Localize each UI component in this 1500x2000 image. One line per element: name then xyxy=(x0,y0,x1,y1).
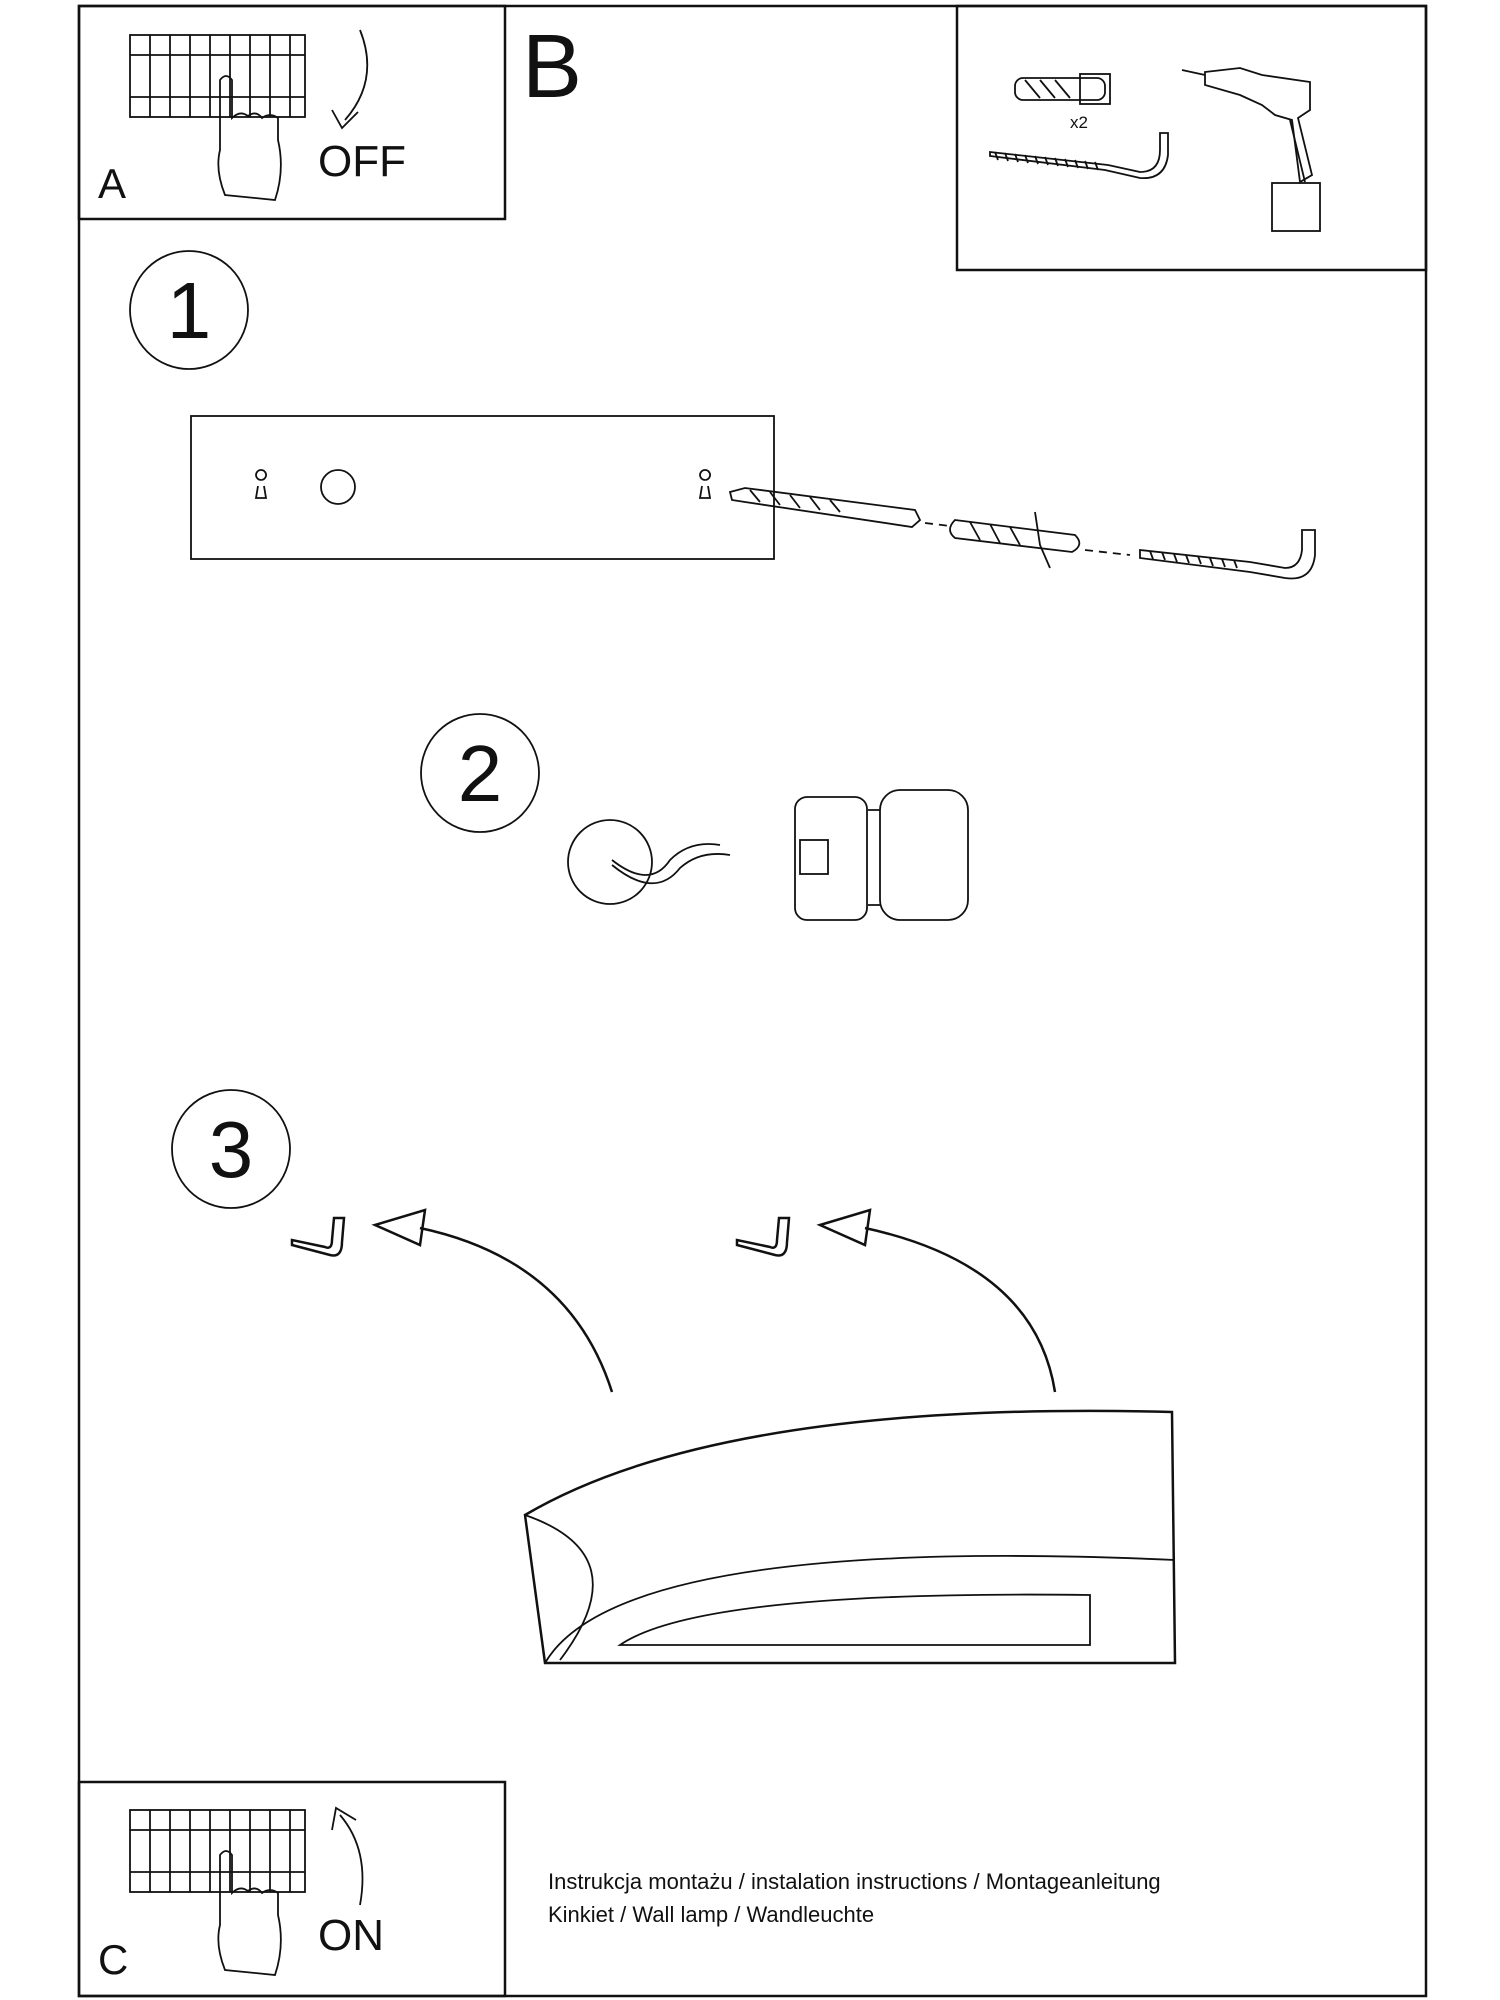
step-1-marker xyxy=(129,250,249,370)
hook-icon xyxy=(290,1216,346,1257)
off-label: OFF xyxy=(318,137,406,186)
arrow-up-icon xyxy=(816,1208,1057,1393)
lamp-socket-wiring xyxy=(567,789,969,921)
wall-plug-icon xyxy=(1014,73,1111,105)
step-2-number: 2 xyxy=(458,729,503,818)
wall-lamp-shade xyxy=(523,1409,1177,1665)
cable-hole-icon xyxy=(320,469,356,505)
panel-b-label: B xyxy=(522,17,582,117)
panel-b-tools: x2 xyxy=(955,4,1428,272)
keyhole-icon xyxy=(698,469,712,499)
hand-icon xyxy=(217,75,282,201)
hook-screw-icon xyxy=(1139,529,1316,580)
hook-icon xyxy=(735,1216,791,1257)
step-3-number: 3 xyxy=(209,1105,254,1194)
step-2-marker xyxy=(420,713,540,833)
arrow-up-icon xyxy=(331,1806,364,1906)
panel-a-power-off: A OFF xyxy=(77,4,507,221)
fuse-box-icon xyxy=(129,34,306,118)
mounting-plate xyxy=(190,415,775,560)
arrow-up-icon xyxy=(371,1208,614,1393)
fuse-box-icon xyxy=(129,1809,306,1893)
keyhole-icon xyxy=(254,469,268,499)
step-1-number: 1 xyxy=(167,266,212,355)
step-3-marker xyxy=(171,1089,291,1209)
drill-bit-icon xyxy=(728,487,922,528)
panel-a-label: A xyxy=(98,160,126,207)
arrow-down-icon xyxy=(331,29,369,130)
drill-icon xyxy=(1181,67,1321,232)
hand-icon xyxy=(217,1850,282,1976)
page-frame xyxy=(77,4,1428,1998)
instructions-title: Instrukcja montażu / instalation instruc… xyxy=(548,1869,1161,1894)
quantity-label: x2 xyxy=(1070,113,1088,132)
footer-caption: Instrukcja montażu / instalation instruc… xyxy=(548,1865,1161,1931)
wall-plug-icon xyxy=(949,511,1081,569)
panel-c-label: C xyxy=(98,1936,128,1983)
panel-c-power-on: C ON xyxy=(77,1780,507,1998)
hook-screw-icon xyxy=(989,132,1169,179)
on-label: ON xyxy=(318,1911,384,1960)
product-name: Kinkiet / Wall lamp / Wandleuchte xyxy=(548,1902,875,1927)
power-outlet-icon xyxy=(567,819,653,905)
